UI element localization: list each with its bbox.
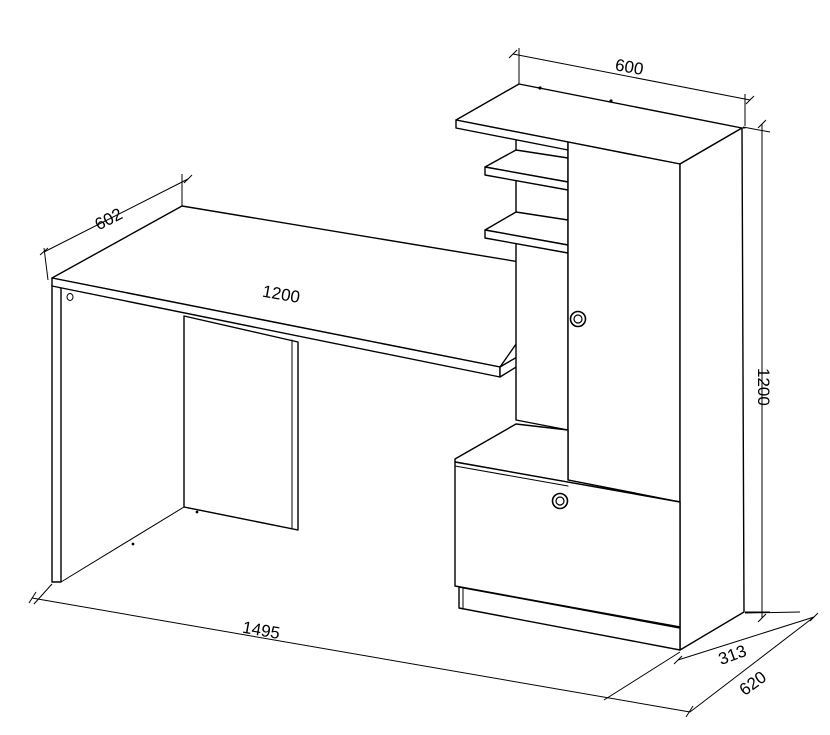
ext-line <box>603 651 681 701</box>
dim-text-desk-depth: 602 <box>92 204 126 234</box>
dim-text-total-width: 1495 <box>241 618 282 643</box>
shelf-unit <box>454 83 746 651</box>
shelf-pin-2 <box>609 99 613 103</box>
dim-line-total-depth <box>689 616 815 713</box>
cabinet-plinth <box>458 586 681 651</box>
cam-lock-icon <box>66 293 74 301</box>
desk-left-leg <box>51 284 62 583</box>
ext-line <box>744 611 801 614</box>
dim-line-cabinet-depth <box>677 616 815 661</box>
dim-text-shelf-width: 600 <box>614 55 645 79</box>
drawer-knob-inner <box>555 496 565 506</box>
ext-line <box>43 247 49 281</box>
dim-line-desk-depth <box>43 178 189 253</box>
dim-text-cabinet-depth: 313 <box>716 641 749 669</box>
dim-line-shelf-width <box>512 53 751 101</box>
desk-leg-screw <box>195 510 199 514</box>
desk-middle-leg <box>183 315 299 531</box>
dimension-lines <box>28 48 819 718</box>
drawer-front <box>454 461 681 628</box>
shelf-pin <box>538 86 542 90</box>
ext-line <box>742 126 771 133</box>
drawer-top-edge <box>454 465 569 487</box>
desk-leg-screw-2 <box>131 542 135 546</box>
dim-ticks <box>28 49 819 718</box>
desk-floor-edge <box>60 506 185 583</box>
door-knob-inner <box>573 314 583 324</box>
cabinet-side-panel <box>679 127 745 651</box>
desk-floor-edge-back <box>183 506 299 531</box>
dim-text-total-depth: 620 <box>736 667 770 699</box>
dim-line-total-width <box>31 597 691 713</box>
dim-text-height: 1200 <box>754 368 773 406</box>
ext-line <box>33 583 53 605</box>
